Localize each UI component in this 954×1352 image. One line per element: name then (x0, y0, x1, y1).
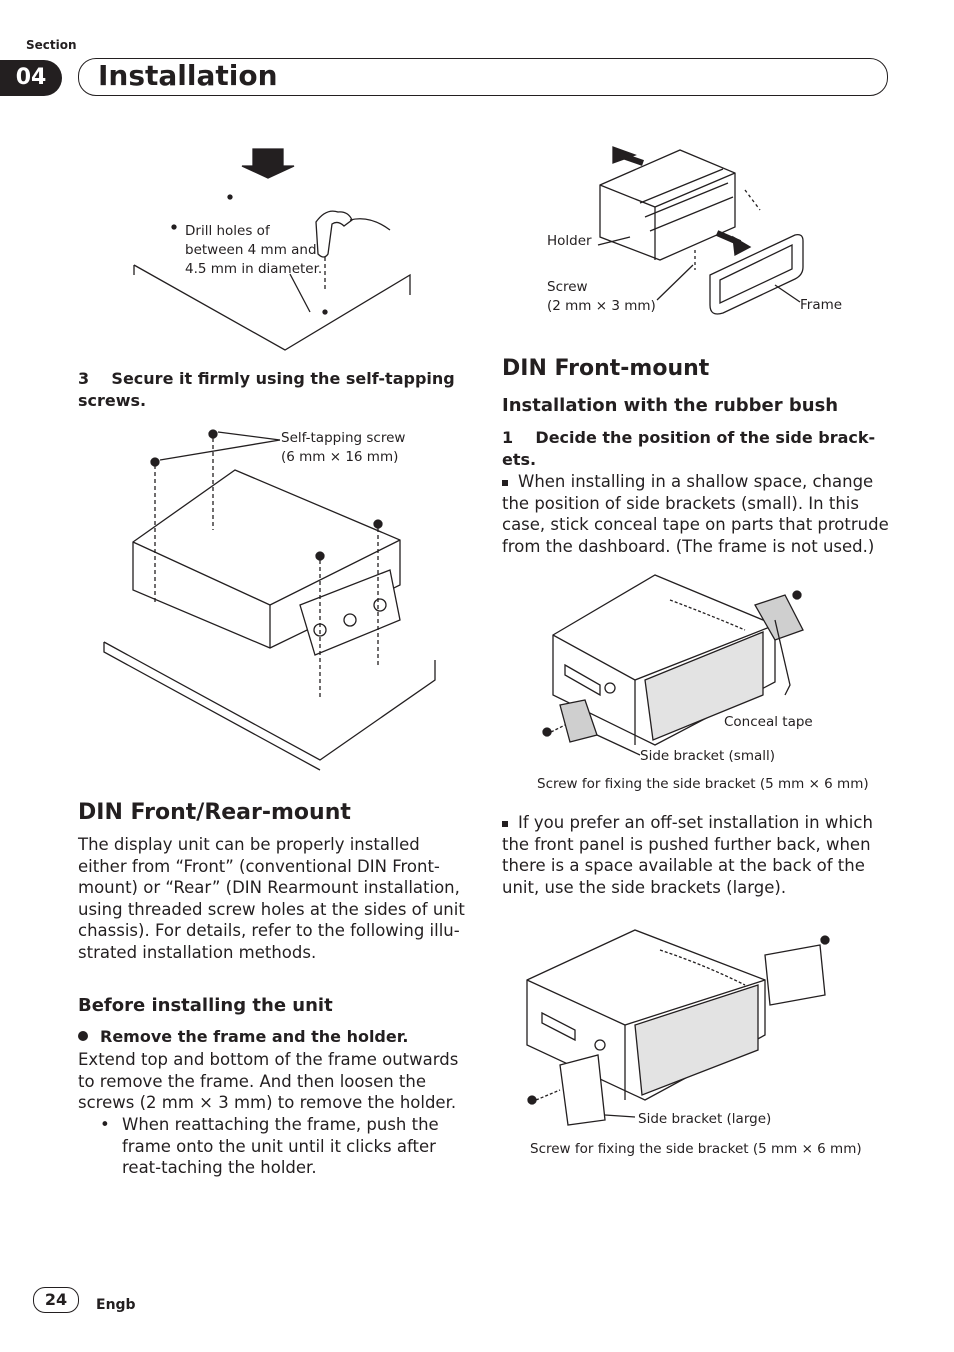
bullet-icon (78, 1031, 88, 1041)
note-bullet-icon (502, 820, 508, 827)
din-front-rear-heading: DIN Front/Rear-mount (78, 800, 351, 825)
screw-fixing-label-small: Screw for fixing the side bracket (5 mm … (537, 776, 869, 792)
section-number-badge: 04 (0, 60, 62, 96)
step-3: 3 Secure it firmly using the self-tappin… (78, 368, 463, 412)
page-number: 24 (33, 1287, 79, 1313)
step-1-number: 1 (502, 428, 514, 447)
reattach-note: • When reattaching the frame, push the f… (100, 1114, 460, 1179)
drill-holes-illustration (133, 148, 411, 351)
din-front-heading: DIN Front-mount (502, 356, 710, 381)
side-bracket-small-label: Side bracket (small) (640, 748, 776, 764)
frame-label: Frame (800, 297, 843, 313)
note-bullet-icon (502, 479, 508, 486)
offset-install-note-text: If you prefer an off-set installation in… (502, 813, 873, 897)
self-tapping-screw-label: Self-tapping screw (6 mm × 16 mm) (281, 430, 406, 465)
step-1: 1 Decide the position of the side brack-… (502, 427, 887, 471)
side-bracket-large-label: Side bracket (large) (638, 1111, 772, 1127)
arrow-down-icon (241, 148, 295, 179)
bullet-remove-frame: Remove the frame and the holder. (78, 1026, 466, 1048)
offset-install-note: If you prefer an off-set installation in… (502, 812, 892, 898)
reattach-note-text: When reattaching the frame, push the fra… (122, 1115, 439, 1177)
language-code: Engb (96, 1297, 136, 1313)
shallow-space-note-text: When installing in a shallow space, chan… (502, 472, 889, 556)
drill-holes-label: Drill holes of between 4 mm and 4.5 mm i… (185, 223, 323, 277)
section-label: Section (26, 38, 77, 52)
before-installing-heading: Before installing the unit (78, 995, 333, 1016)
holder-label: Holder (547, 233, 592, 249)
step-1-text: Decide the position of the side brack-et… (502, 428, 876, 469)
holder-frame-illustration (597, 146, 804, 315)
remove-frame-body: Extend top and bottom of the frame outwa… (78, 1050, 459, 1112)
title-bar (78, 58, 888, 96)
bullet-remove-frame-text: Remove the frame and the holder. (100, 1027, 409, 1046)
din-front-rear-body: The display unit can be properly install… (78, 835, 465, 962)
step-3-number: 3 (78, 369, 90, 388)
self-tapping-screws-illustration (103, 429, 436, 771)
conceal-tape-label: Conceal tape (724, 714, 813, 730)
screw-fixing-label-large: Screw for fixing the side bracket (5 mm … (530, 1141, 862, 1157)
side-bracket-small-illustration (542, 574, 804, 756)
shallow-space-note: When installing in a shallow space, chan… (502, 471, 892, 557)
screw-small-label: Screw (2 mm × 3 mm) (547, 279, 656, 314)
step-3-text: Secure it firmly using the self-tapping … (78, 369, 455, 410)
rubber-bush-heading: Installation with the rubber bush (502, 395, 839, 416)
page-title: Installation (98, 59, 278, 92)
sub-bullet-icon: • (100, 1115, 110, 1134)
side-bracket-large-illustration (526, 929, 830, 1126)
